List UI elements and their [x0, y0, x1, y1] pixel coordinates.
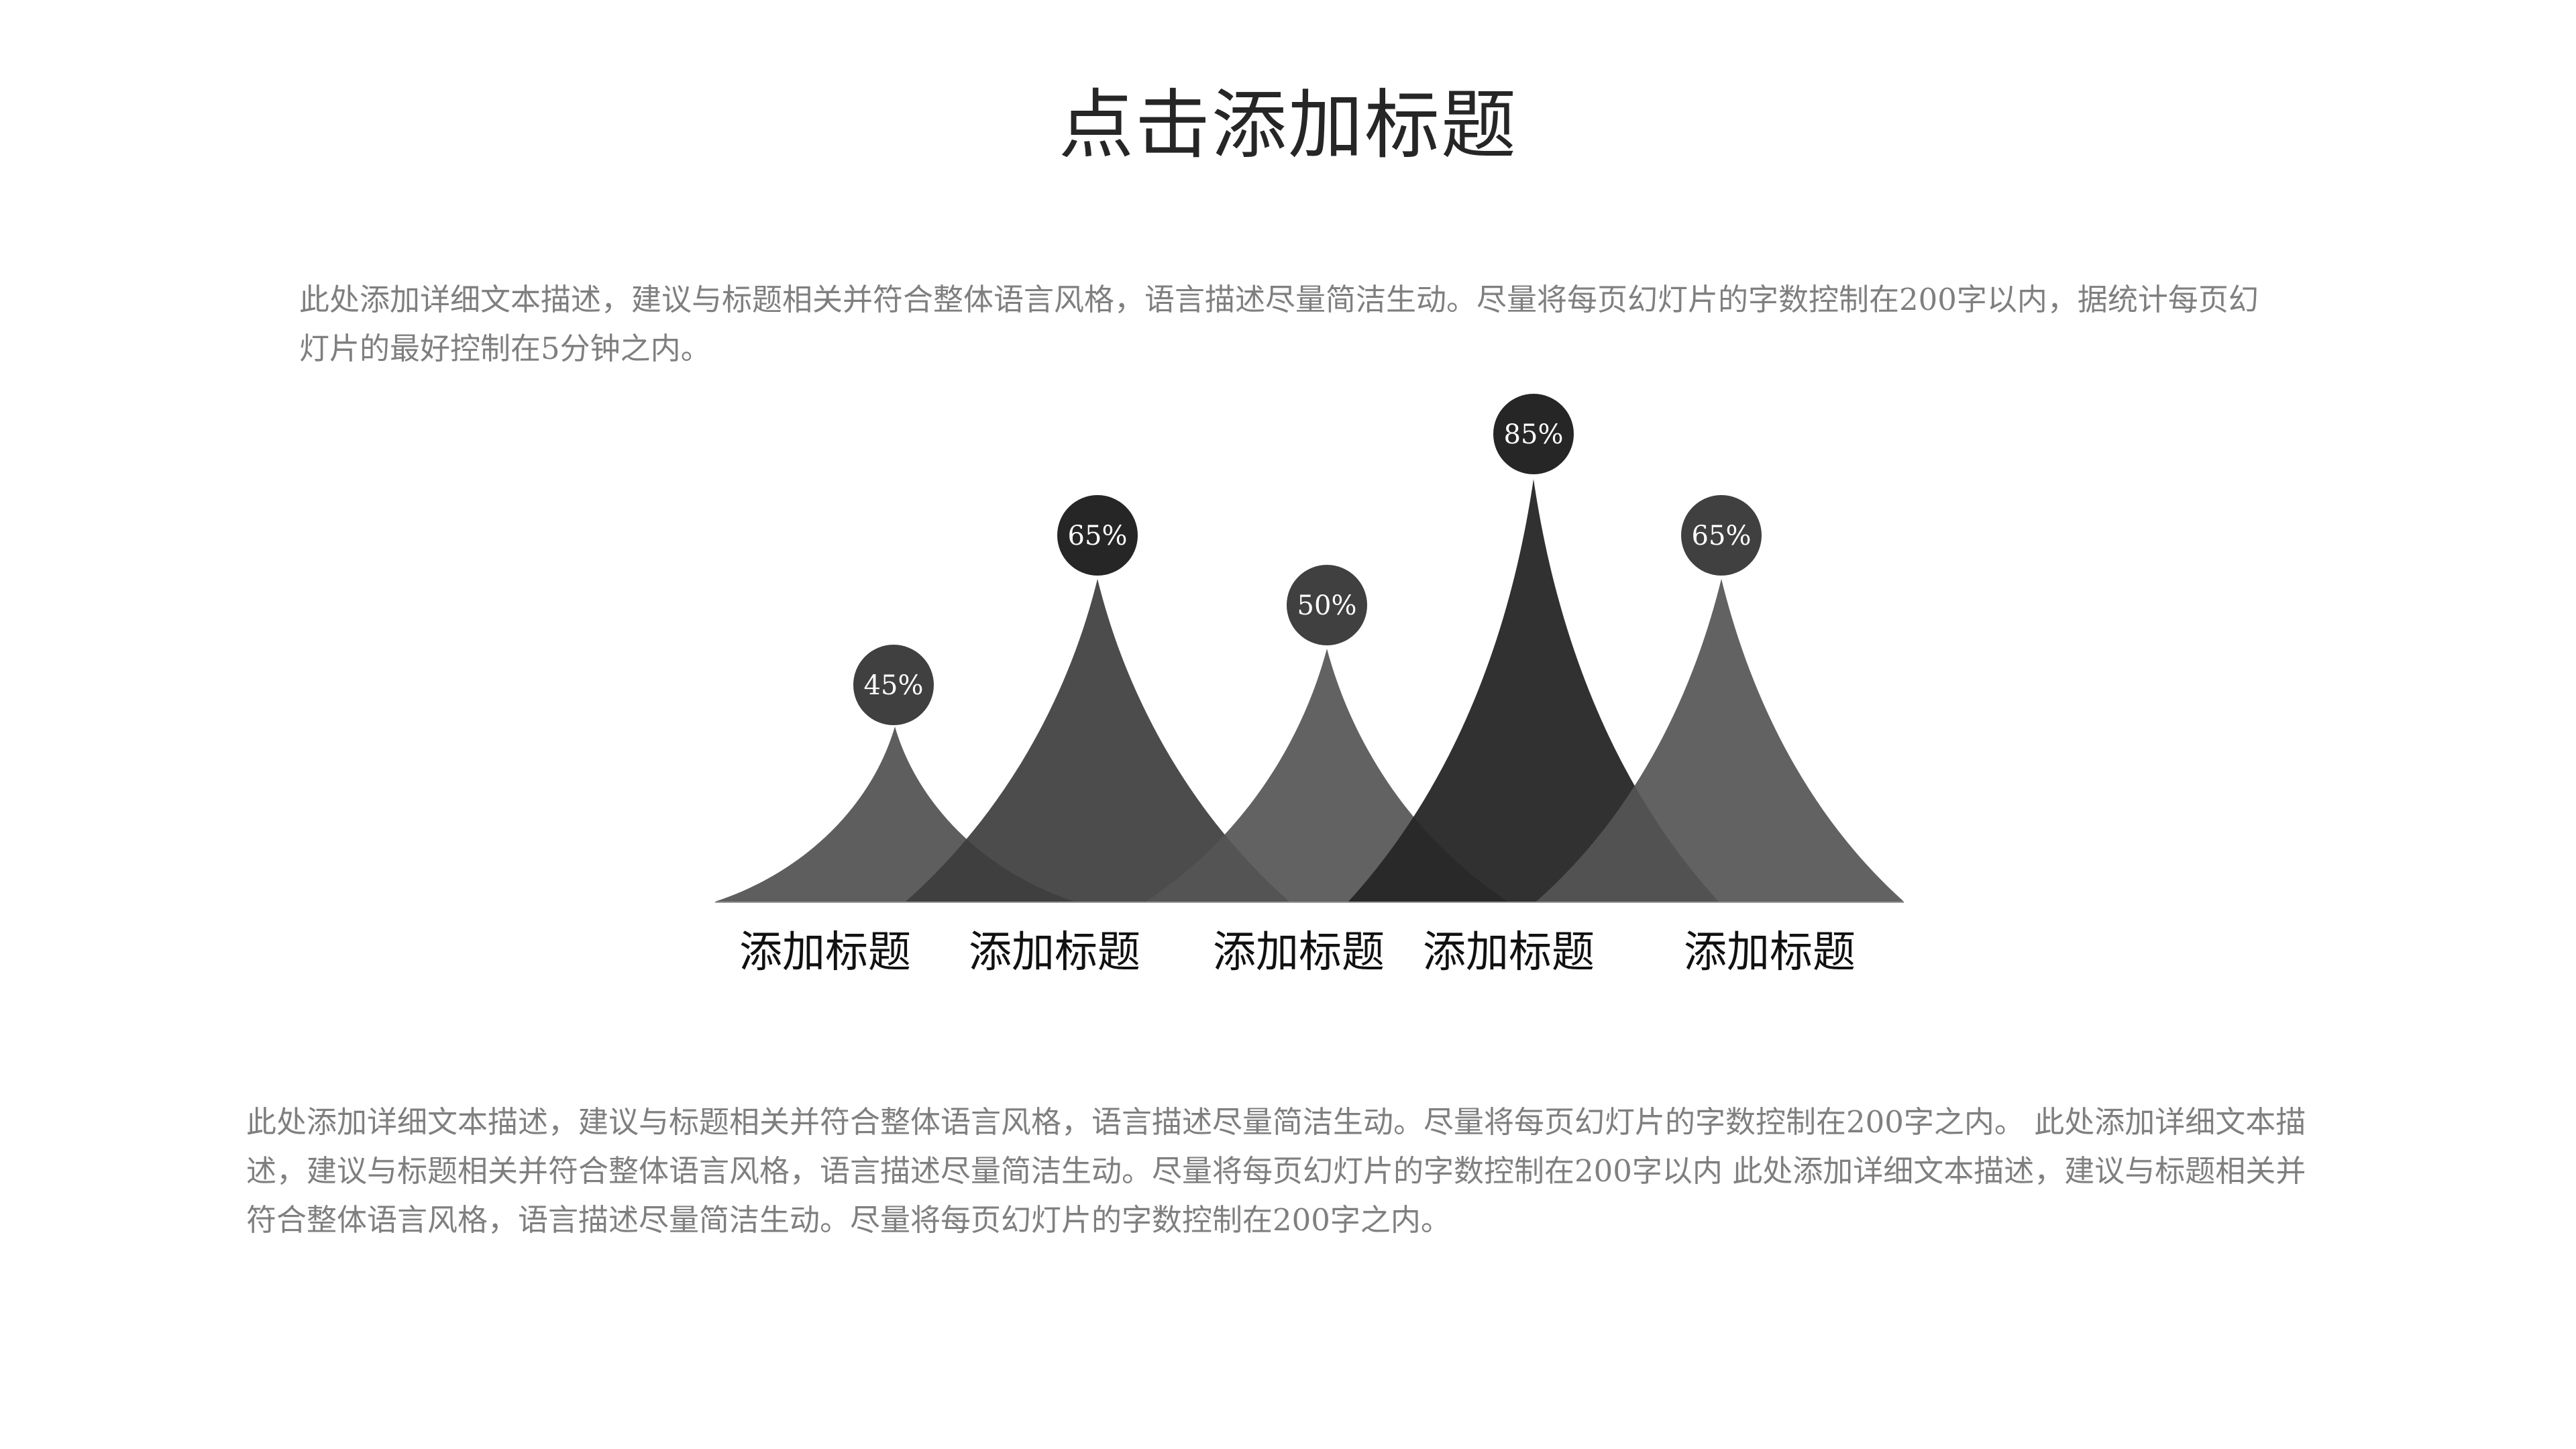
value-bubble-1	[853, 645, 934, 725]
value-bubble-3	[1287, 565, 1367, 645]
category-label-4: 添加标题	[1423, 928, 1595, 977]
peak-4: 85%	[1348, 394, 1719, 902]
page-title: 点击添加标题	[1059, 82, 1517, 169]
footer-paragraph: 此处添加详细文本描述，建议与标题相关并符合整体语言风格，语言描述尽量简洁生动。尽…	[246, 1104, 2306, 1238]
peak-2-shape	[906, 579, 1289, 902]
peak-4-shape	[1348, 479, 1719, 902]
peak-2: 65%	[906, 495, 1289, 902]
value-label-2: 65%	[1068, 521, 1128, 551]
category-label-1: 添加标题	[739, 928, 911, 977]
value-bubble-4	[1493, 394, 1574, 474]
value-label-5: 65%	[1692, 521, 1752, 551]
value-label-1: 45%	[864, 670, 924, 701]
value-label-3: 50%	[1297, 590, 1357, 621]
category-label-5: 添加标题	[1684, 928, 1856, 977]
peak-5: 65%	[1536, 495, 1904, 902]
value-bubble-5	[1681, 495, 1762, 576]
category-label-3: 添加标题	[1213, 928, 1385, 977]
value-bubble-2	[1057, 495, 1138, 576]
peak-5-shape	[1536, 579, 1904, 902]
category-label-2: 添加标题	[969, 928, 1140, 977]
value-label-4: 85%	[1504, 419, 1564, 450]
intro-paragraph: 此处添加详细文本描述，建议与标题相关并符合整体语言风格，语言描述尽量简洁生动。尽…	[299, 282, 2259, 366]
